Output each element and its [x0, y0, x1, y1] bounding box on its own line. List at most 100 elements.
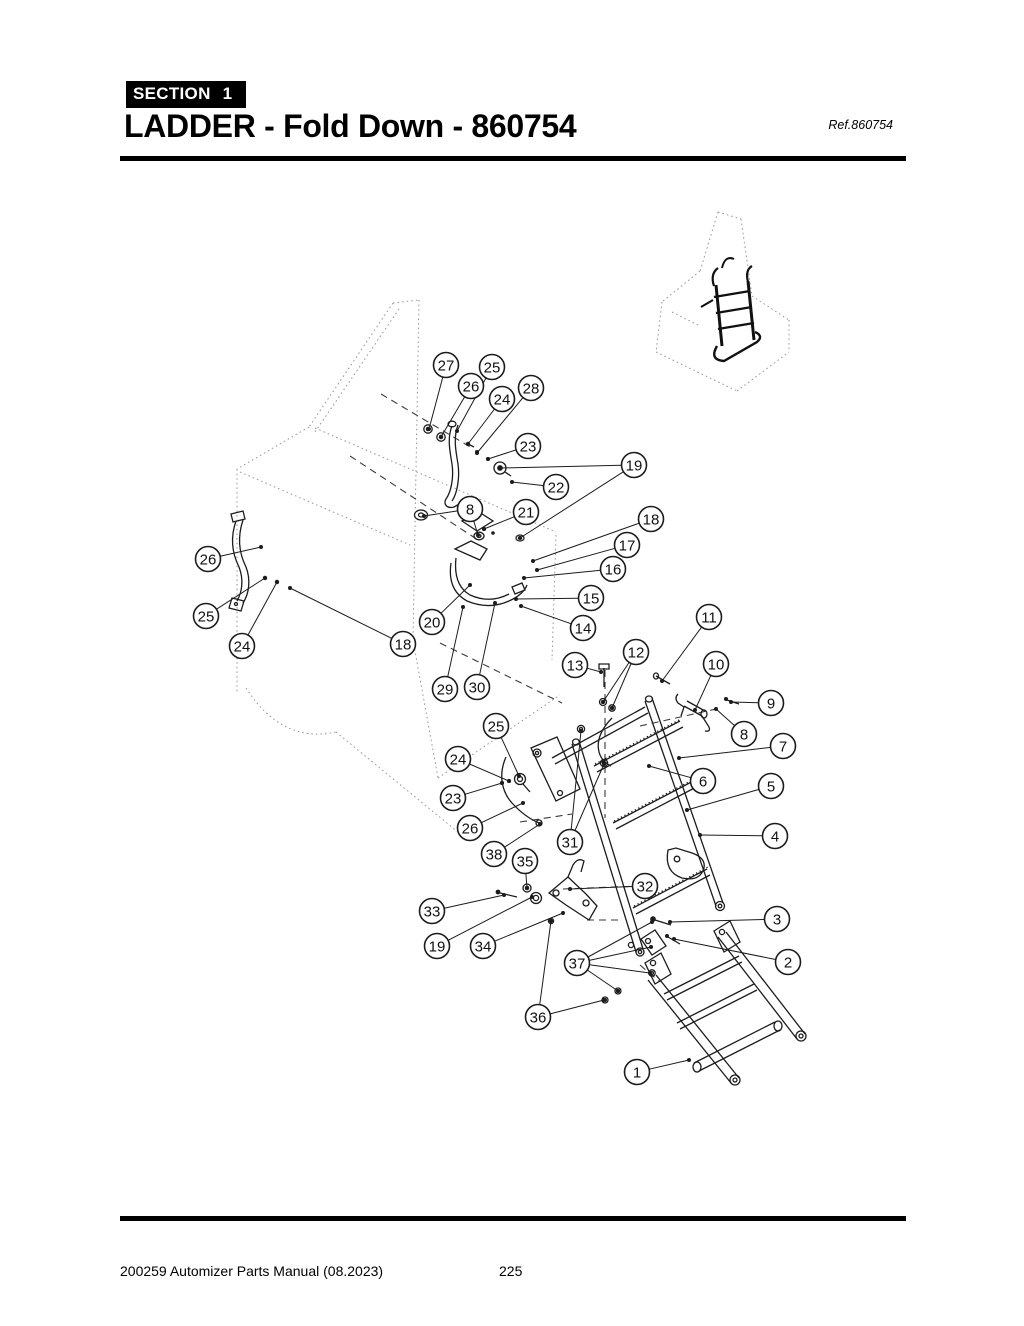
callout-circle-28 [517, 374, 545, 402]
callout-number-22: 22 [548, 479, 565, 496]
fastener-dot [649, 945, 653, 949]
leader-line-23 [487, 449, 517, 460]
ghost-machine-outline [236, 299, 561, 843]
fastener-dot [729, 700, 733, 704]
callout-3: 3 [668, 905, 791, 933]
callout-circle-27 [432, 351, 460, 379]
callout-number-21: 21 [518, 504, 535, 521]
leader-line-15 [515, 597, 579, 600]
callout-19: 19 [498, 451, 648, 540]
leader-line-38 [504, 823, 541, 848]
callout-number-26: 26 [462, 820, 479, 837]
callout-number-6: 6 [699, 773, 707, 790]
callout-1: 1 [623, 1058, 691, 1086]
callout-36: 36 [524, 919, 606, 1031]
leader-line-27 [428, 376, 444, 430]
leader-line-20 [440, 584, 471, 614]
callout-26: 26 [194, 545, 263, 573]
leader-line-8 [473, 520, 479, 536]
fastener-dot [647, 764, 651, 768]
fastener-dot [685, 808, 689, 812]
callout-number-20: 20 [424, 614, 441, 631]
fastener-dot [599, 670, 603, 674]
fastener-dot [530, 895, 534, 899]
callout-circle-19 [620, 451, 648, 479]
callout-number-19: 19 [429, 938, 446, 955]
fastener-dot [493, 601, 497, 605]
footer-rule [120, 1216, 906, 1221]
leader-line-36 [539, 920, 552, 1005]
leader-line-24 [469, 763, 510, 782]
callout-24: 24 [228, 580, 279, 660]
callout-number-33: 33 [424, 903, 441, 920]
callout-circle-7 [769, 732, 797, 760]
callout-33: 33 [418, 893, 506, 925]
leader-line-24 [247, 581, 278, 636]
callout-circle-30 [463, 673, 491, 701]
leader-line-2 [673, 938, 776, 960]
fastener-dot [714, 707, 718, 711]
fastener-dot [422, 514, 426, 518]
leader-line-7 [678, 746, 771, 759]
callout-circle-37 [563, 949, 591, 977]
fastener-dot [263, 576, 267, 580]
reference-number: Ref.860754 [828, 118, 893, 132]
callout-circle-11 [695, 603, 723, 631]
leader-line-19 [447, 896, 533, 941]
fastener-dot [500, 781, 504, 785]
callout-11: 11 [660, 603, 723, 683]
leader-line-1 [649, 1059, 690, 1070]
callout-circle-24 [488, 385, 516, 413]
callout-number-26: 26 [463, 378, 480, 395]
latch-assembly [598, 663, 740, 732]
fastener-dot [486, 457, 490, 461]
callout-number-23: 23 [520, 438, 537, 455]
fastener-dot [517, 774, 521, 778]
callout-number-25: 25 [198, 608, 215, 625]
leader-line-36 [549, 999, 605, 1015]
fastener-dot [502, 893, 506, 897]
callout-circle-1 [623, 1058, 651, 1086]
callout-circle-12 [622, 638, 650, 666]
callout-circle-8 [730, 720, 758, 748]
fastener-dot [468, 583, 472, 587]
fastener-dot [579, 729, 583, 733]
fastener-dot [677, 756, 681, 760]
leader-line-34 [494, 912, 564, 942]
callout-circle-8 [456, 495, 484, 523]
callout-number-2: 2 [784, 954, 792, 971]
callout-7: 7 [677, 732, 797, 760]
leader-line-14 [520, 605, 572, 625]
callout-number-12: 12 [628, 644, 645, 661]
callout-21: 21 [482, 498, 540, 531]
top-handle-rod [423, 420, 490, 509]
callout-28: 28 [475, 374, 545, 455]
leader-line-26 [220, 546, 262, 557]
callout-circle-29 [431, 675, 459, 703]
callout-circle-2 [774, 948, 802, 976]
leader-line-8 [423, 510, 458, 517]
callout-circle-31 [556, 828, 584, 856]
callout-number-7: 7 [779, 738, 787, 755]
fastener-dot [476, 533, 480, 537]
leader-line-8 [715, 708, 736, 727]
callout-8: 8 [422, 495, 484, 537]
callout-number-27: 27 [438, 357, 455, 374]
fastener-dot [522, 576, 526, 580]
leader-line-6 [648, 765, 692, 779]
callout-number-8: 8 [466, 501, 474, 518]
callout-number-25: 25 [488, 718, 505, 735]
fastener-dot [498, 466, 502, 470]
callout-26: 26 [439, 372, 485, 439]
callout-13: 13 [561, 651, 603, 679]
callout-23: 23 [439, 781, 504, 812]
callout-circle-36 [524, 1003, 552, 1031]
fastener-dot [568, 887, 572, 891]
fastener-dot [687, 1058, 691, 1062]
callout-23: 23 [486, 432, 542, 461]
leader-line-35 [525, 873, 528, 889]
callout-number-19: 19 [626, 457, 643, 474]
fastener-dot [519, 604, 523, 608]
fastener-dot [514, 597, 518, 601]
